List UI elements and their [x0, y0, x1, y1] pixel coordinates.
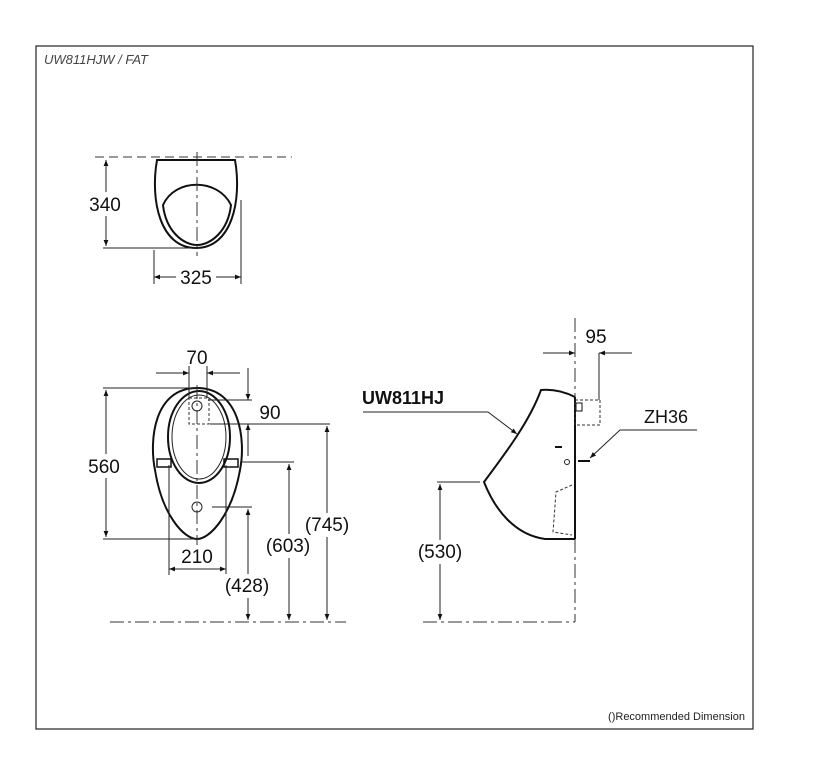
dim-inner-width: 210 [181, 547, 213, 568]
dim-rim-height: (530) [418, 542, 462, 563]
dim-fixing-height: (603) [266, 536, 310, 557]
dim-depth: 340 [89, 195, 121, 216]
drawing-title: UW811HJW / FAT [44, 52, 149, 67]
dim-bracket-height: 90 [259, 403, 280, 424]
model-label: UW811HJ [362, 388, 444, 408]
top-view: 340 325 [86, 152, 292, 289]
dim-top-bracket-height: (745) [305, 515, 349, 536]
drawing-frame [35, 45, 754, 730]
dim-supply-offset: 95 [585, 327, 606, 348]
valve-label: ZH36 [644, 407, 688, 427]
dim-bracket-spacing: 70 [186, 348, 207, 369]
dim-outlet-height: (428) [225, 576, 269, 597]
front-view: 70 90 560 210 (428) (603) (745) [84, 348, 354, 623]
dim-width: 325 [180, 268, 212, 289]
footnote: ()Recommended Dimension [608, 711, 745, 723]
dim-height: 560 [88, 457, 120, 478]
side-view: 95 UW811HJ ZH36 (530) [362, 318, 697, 623]
